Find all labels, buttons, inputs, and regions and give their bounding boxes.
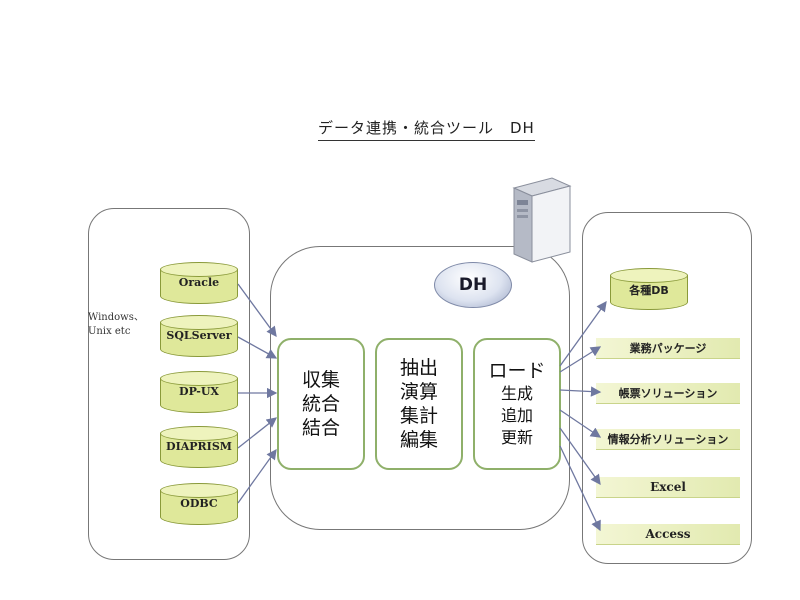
process-box-extract: 抽出 演算 集計 編集 — [375, 338, 463, 470]
db-cylinder-odbc: ODBC — [160, 483, 238, 527]
arrow-analysis-solution — [559, 409, 602, 438]
process-line: 追加 — [500, 406, 533, 425]
target-analysis-solution: 情報分析ソリューション — [596, 428, 740, 450]
arrow-oracle — [237, 283, 277, 338]
db-cylinder-sqlserver: SQLServer — [160, 315, 238, 359]
process-box-collect: 収集 統合 結合 — [277, 338, 365, 470]
process-line: 更新 — [500, 428, 533, 447]
target-excel: Excel — [596, 476, 740, 498]
db-cylinder-oracle: Oracle — [160, 262, 238, 306]
db-label-sqlserver: SQLServer — [166, 329, 232, 342]
arrow-diaprism — [237, 417, 278, 449]
process-line: 編集 — [399, 429, 438, 451]
arrow-sqlserver — [237, 336, 278, 359]
db-label-dp-ux: DP-UX — [179, 385, 219, 398]
process-line: 抽出 — [399, 357, 438, 379]
process-line: 集計 — [399, 405, 438, 427]
process-line: 収集 — [301, 369, 340, 391]
arrow-business-package — [559, 346, 602, 373]
target-report-solution: 帳票ソリューション — [596, 382, 740, 404]
db-label-target: 各種DB — [629, 284, 669, 297]
os-label: Windows、 Unix etc — [88, 311, 144, 339]
arrow-excel — [559, 427, 601, 486]
os-label-line-1: Windows、 — [88, 312, 144, 323]
db-label-diaprism: DIAPRISM — [166, 440, 232, 453]
db-cylinder-dp-ux: DP-UX — [160, 371, 238, 415]
process-box-load: ロード 生成 追加 更新 — [473, 338, 561, 470]
target-business-package: 業務パッケージ — [596, 337, 740, 359]
process-line: 演算 — [399, 381, 438, 403]
dh-label: DH — [458, 275, 488, 295]
process-line: 結合 — [301, 417, 340, 439]
arrow-odbc — [237, 448, 277, 504]
db-label-odbc: ODBC — [180, 497, 218, 510]
dh-logo-oval: DH — [434, 262, 512, 308]
arrow-target-db — [559, 300, 607, 367]
target-access: Access — [596, 523, 740, 545]
process-line: 生成 — [500, 384, 533, 403]
diagram-title: データ連携・統合ツール DH — [318, 117, 535, 141]
process-line: ロード — [488, 360, 546, 382]
process-line: 統合 — [301, 393, 340, 415]
os-label-line-2: Unix etc — [88, 326, 131, 337]
db-cylinder-diaprism: DIAPRISM — [160, 426, 238, 470]
db-cylinder-target: 各種DB — [610, 268, 688, 312]
arrow-access — [559, 445, 601, 532]
arrow-report-solution — [559, 386, 602, 397]
db-label-oracle: Oracle — [178, 276, 220, 289]
server-icon — [512, 177, 572, 263]
